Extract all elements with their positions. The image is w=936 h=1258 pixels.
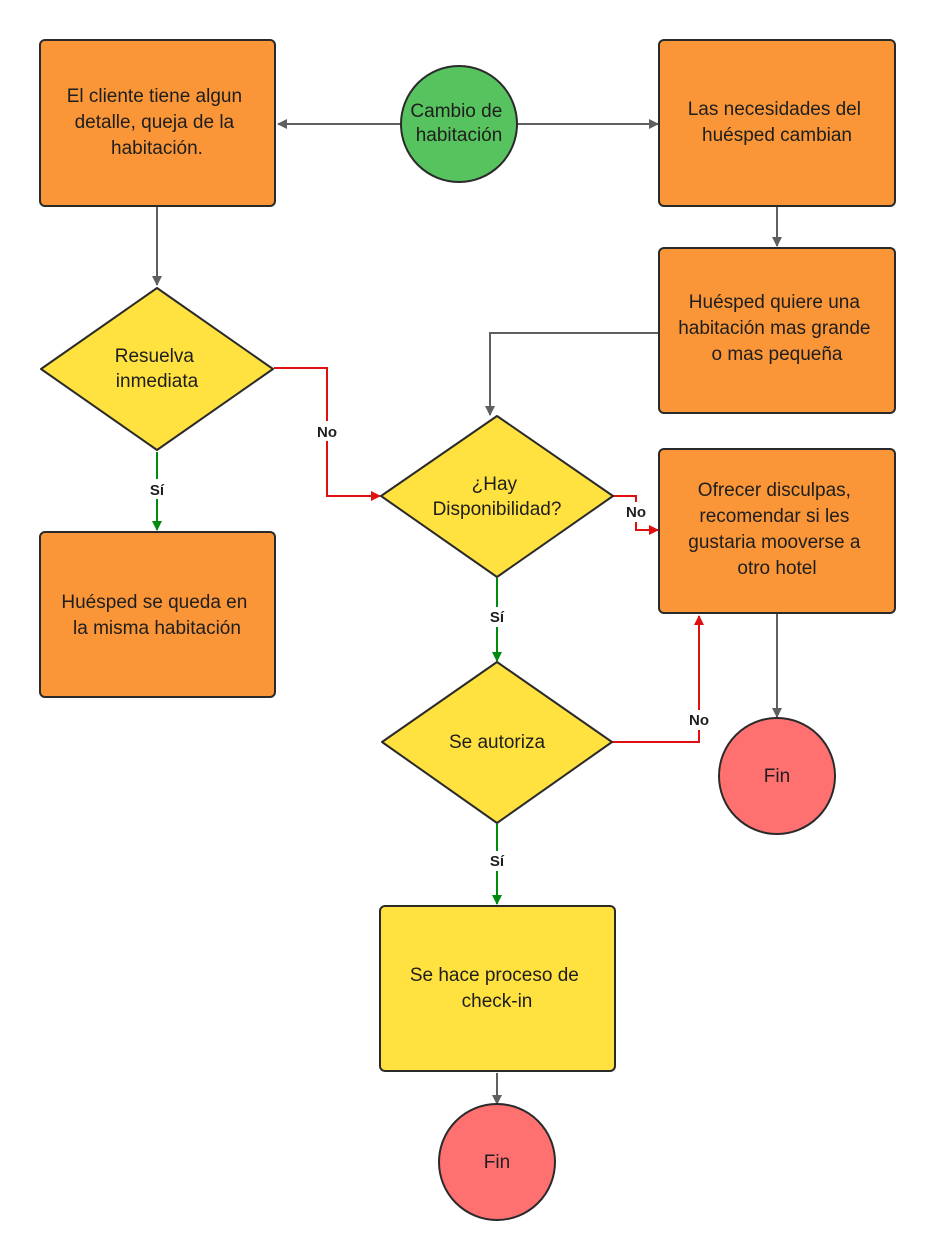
label-resuelva-no: No (317, 424, 337, 441)
process-necesidades-text: Las necesidades del huésped cambian (688, 99, 867, 146)
process-ofrecer-disculpas: Ofrecer disculpas, recomendar si les gus… (658, 448, 896, 614)
process-se-queda-text: Huésped se queda en la misma habitación (61, 592, 252, 639)
process-necesidades: Las necesidades del huésped cambian (658, 39, 896, 207)
label-autoriza-si: Sí (490, 853, 505, 870)
terminal-fin-right-text: Fin (764, 766, 790, 787)
process-quiere-habitacion-text: Huésped quiere una habitación mas grande… (678, 292, 876, 365)
decision-resuelva-text: Resuelva inmediata (115, 346, 200, 392)
start-node-text: Cambio de habitación (410, 101, 507, 146)
process-ofrecer-disculpas-text: Ofrecer disculpas, recomendar si les gus… (688, 480, 865, 579)
terminal-fin-bottom: Fin (438, 1103, 556, 1221)
process-se-queda: Huésped se queda en la misma habitación (39, 531, 276, 698)
edge-quiere-to-disponibilidad (485, 332, 658, 416)
process-check-in-text: Se hace proceso de check-in (410, 965, 584, 1012)
process-cliente-queja-text: El cliente tiene algun detalle, queja de… (67, 86, 248, 159)
process-cliente-queja: El cliente tiene algun detalle, queja de… (39, 39, 276, 207)
process-check-in: Se hace proceso de check-in (379, 905, 616, 1072)
terminal-fin-right: Fin (718, 717, 836, 835)
process-quiere-habitacion: Huésped quiere una habitación mas grande… (658, 247, 896, 414)
decision-se-autoriza: Se autoriza (381, 661, 613, 824)
label-disponibilidad-no: No (626, 504, 646, 521)
decision-disponibilidad-text: ¿Hay Disponibilidad? (433, 474, 562, 520)
label-autoriza-no: No (689, 712, 709, 729)
start-node: Cambio de habitación (400, 65, 518, 183)
edge-autoriza-no (612, 615, 704, 743)
terminal-fin-bottom-text: Fin (484, 1152, 510, 1173)
label-disponibilidad-si: Sí (490, 609, 505, 626)
decision-disponibilidad: ¿Hay Disponibilidad? (380, 415, 614, 578)
label-resuelva-si: Sí (150, 482, 165, 499)
decision-se-autoriza-text: Se autoriza (449, 732, 546, 753)
edge-labels: No Sí No Sí No Sí (145, 421, 714, 871)
decision-resuelva: Resuelva inmediata (40, 287, 274, 451)
nodes: Cambio de habitación El cliente tiene al… (39, 39, 896, 1221)
